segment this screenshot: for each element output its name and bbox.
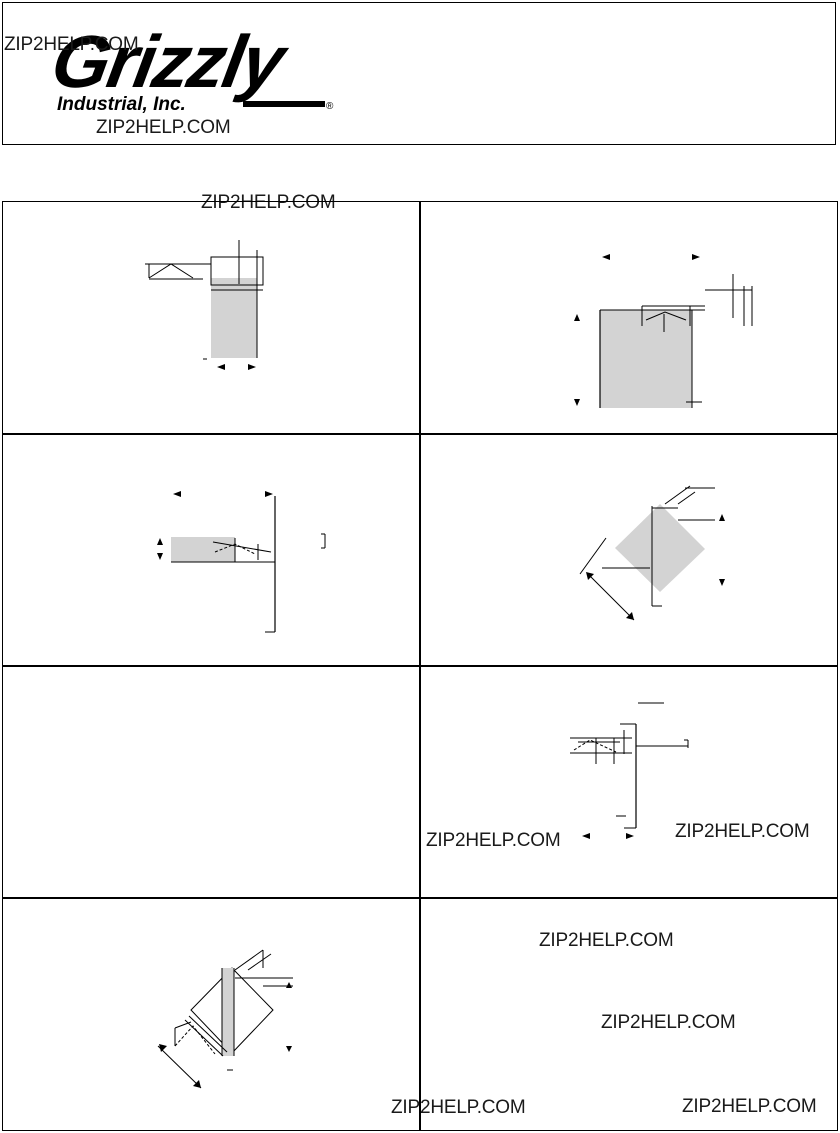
- watermark: ZIP2HELP.COM: [675, 821, 810, 842]
- diagram-panel-2: [419, 201, 838, 435]
- watermark: ZIP2HELP.COM: [4, 34, 139, 55]
- header-box: Grizzly Industrial, Inc. ®: [2, 2, 836, 145]
- watermark: ZIP2HELP.COM: [601, 1012, 736, 1033]
- diagram-panel-6: [419, 665, 838, 899]
- diagram-panel-7: [2, 897, 421, 1131]
- watermark: ZIP2HELP.COM: [96, 117, 231, 138]
- watermark: ZIP2HELP.COM: [539, 930, 674, 951]
- diagram-grid: [2, 201, 838, 1132]
- diagram-panel-4: [419, 433, 838, 667]
- logo-underline: [243, 101, 325, 107]
- logo-registered-mark: ®: [326, 101, 334, 112]
- watermark: ZIP2HELP.COM: [391, 1097, 526, 1118]
- grizzly-logo: Grizzly Industrial, Inc. ®: [53, 20, 334, 115]
- diagram-panel-1: [2, 201, 421, 435]
- watermark: ZIP2HELP.COM: [426, 830, 561, 851]
- diagram-panel-3: [2, 433, 421, 667]
- diagram-panel-5: [2, 665, 421, 899]
- watermark: ZIP2HELP.COM: [201, 192, 336, 213]
- watermark: ZIP2HELP.COM: [682, 1096, 817, 1117]
- diagram-panel-8: [419, 897, 838, 1131]
- logo-subtitle: Industrial, Inc.: [57, 94, 186, 115]
- logo-wordmark: Grizzly: [53, 20, 295, 103]
